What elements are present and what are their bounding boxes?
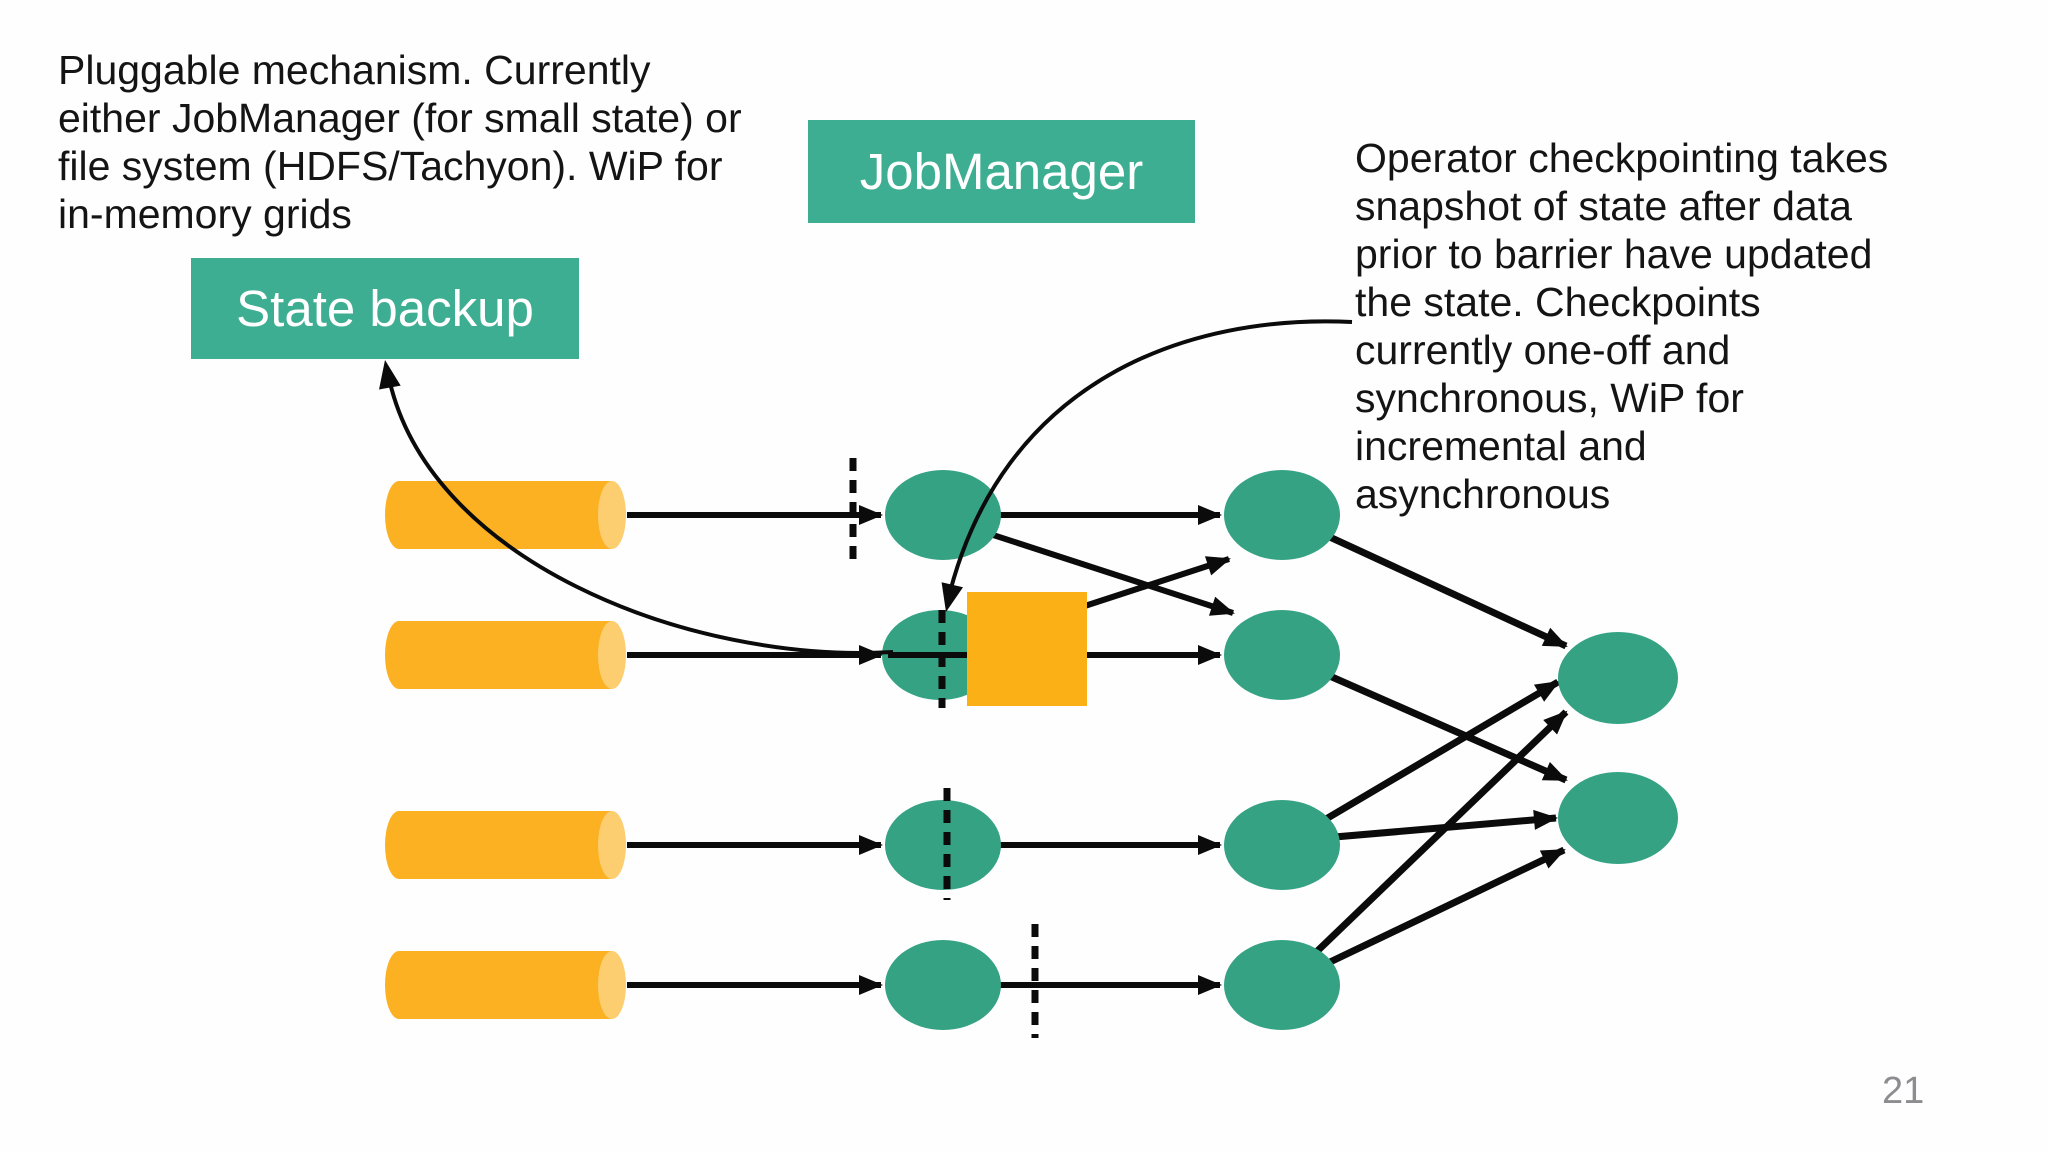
operator-col2-ellipse-1 [1224,470,1340,560]
source-cylinders [385,481,626,1019]
source-cylinder-1 [385,481,626,549]
cylinder-cap [598,621,626,689]
operator-col2-ellipse-4 [1224,940,1340,1030]
source-cylinder-2 [385,621,626,689]
cylinder-cap [598,811,626,879]
operator-col2-ellipse-3 [1224,800,1340,890]
operator-column-2 [1224,470,1340,1030]
source-cylinder-3 [385,811,626,879]
sink-ellipse-1 [1558,632,1678,724]
note-line: prior to barrier have updated [1355,231,1873,277]
operator-col1-ellipse-1 [885,470,1001,560]
note-line: in-memory grids [58,191,352,237]
cylinder-cap [598,481,626,549]
shuffle-arrows [943,505,1235,995]
arrow-op1-to-op2 [949,518,1235,616]
note-line: Operator checkpointing takes [1355,135,1889,181]
note-line: the state. Checkpoints [1355,279,1761,325]
snapshot-pointer-arrowhead-icon [941,582,964,612]
sink-ellipse-2 [1558,772,1678,864]
annotation-curves [379,319,1353,655]
curve-to-state-backup [385,367,894,655]
cylinder-cap [598,951,626,1019]
note-line: either JobManager (for small state) or [58,95,742,141]
note-line: file system (HDFS/Tachyon). WiP for [58,143,723,189]
state-backup-label: State backup [236,280,534,337]
sink-arrows [1279,511,1569,989]
operator-col1-ellipse-4 [885,940,1001,1030]
state-snapshot-square [967,592,1087,706]
jobmanager-label: JobManager [859,143,1144,200]
source-arrows [627,505,883,995]
source-cylinder-4 [385,951,626,1019]
note-line: Pluggable mechanism. Currently [58,47,651,93]
note-line: asynchronous [1355,471,1611,517]
note-line: synchronous, WiP for [1355,375,1744,421]
curve-from-checkpointing-note [945,319,1353,605]
operator-col1-ellipse-3 [885,800,1001,890]
state-backup-box: State backup [191,258,579,359]
state-backup-arrowhead-icon [379,360,401,390]
sink-nodes [1558,632,1678,864]
operator-col2-ellipse-2 [1224,610,1340,700]
page-number: 21 [1882,1070,1925,1112]
checkpoint-barriers [849,458,1039,1038]
note-line: currently one-off and [1355,327,1731,373]
note-line: snapshot of state after data [1355,183,1852,229]
operator-column-1 [882,470,1001,1030]
note-pluggable-mechanism: Pluggable mechanism. Currently either Jo… [58,46,742,238]
arrow-op4-to-sink1 [1279,709,1569,988]
note-line: incremental and [1355,423,1647,469]
jobmanager-box: JobManager [808,120,1195,223]
note-operator-checkpointing: Operator checkpointing takes snapshot of… [1355,134,1888,518]
